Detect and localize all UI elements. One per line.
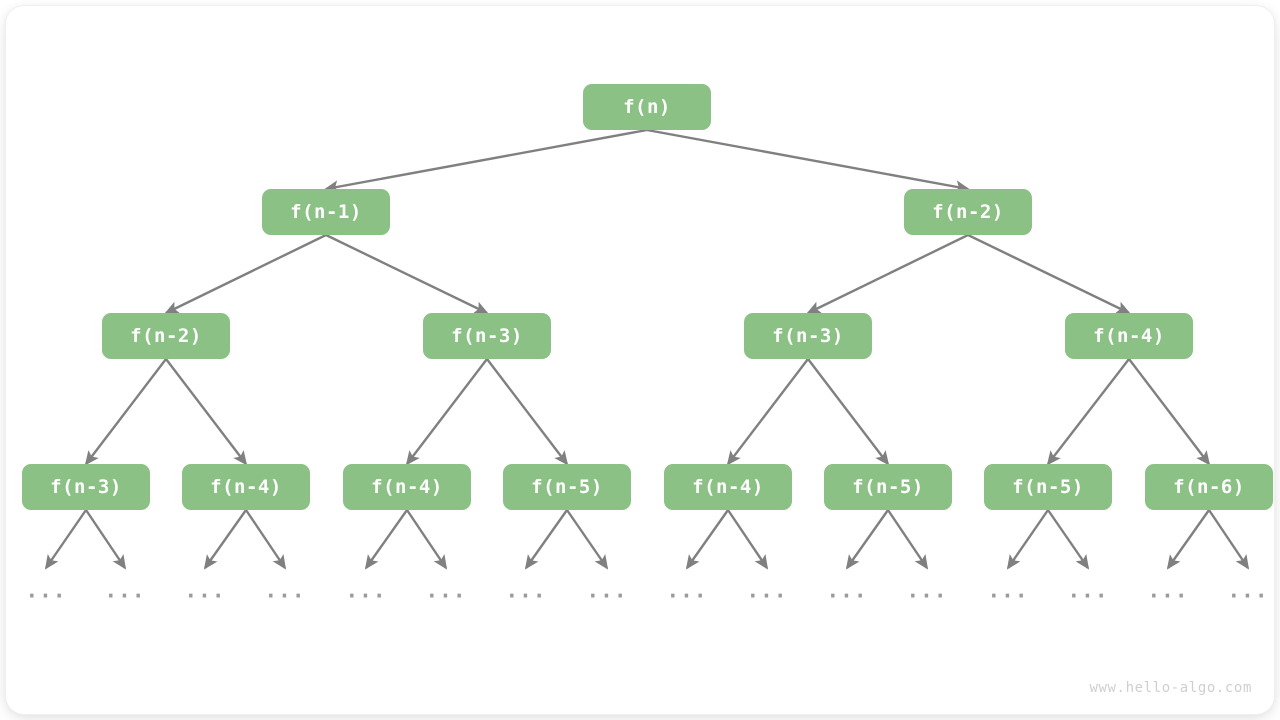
ellipsis-marker: ... (906, 578, 948, 603)
tree-node[interactable]: f(n-4) (664, 464, 792, 510)
tree-node-label: f(n-4) (371, 476, 443, 498)
tree-node[interactable]: f(n-3) (744, 313, 872, 359)
ellipsis-marker: ... (264, 578, 306, 603)
tree-edge (807, 358, 890, 466)
tree-edge (164, 233, 327, 315)
ellipsis-marker: ... (104, 578, 146, 603)
tree-node-label: f(n-2) (130, 325, 202, 347)
ellipsis-marker: ... (25, 578, 67, 603)
tree-node[interactable]: f(n-5) (984, 464, 1112, 510)
tree-edge (967, 233, 1131, 315)
ellipsis-marker: ... (1067, 578, 1109, 603)
ellipsis-marker: ... (666, 578, 708, 603)
leaf-edge (524, 509, 568, 570)
tree-edge (324, 128, 648, 194)
leaf-edge (1047, 509, 1090, 570)
tree-edge (646, 128, 970, 194)
tree-edge (806, 233, 969, 315)
tree-edge (726, 358, 809, 466)
tree-node[interactable]: f(n-1) (262, 189, 390, 235)
tree-edge (486, 358, 569, 466)
tree-node[interactable]: f(n-5) (503, 464, 631, 510)
tree-node-label: f(n-3) (50, 476, 122, 498)
ellipsis-marker: ... (505, 578, 547, 603)
tree-node-label: f(n-5) (852, 476, 924, 498)
ellipsis-marker: ... (826, 578, 868, 603)
tree-edge (325, 233, 489, 315)
tree-edges (84, 128, 1211, 466)
tree-edge (165, 358, 248, 466)
ellipsis-marker: ... (586, 578, 628, 603)
tree-node-label: f(n-6) (1173, 476, 1245, 498)
tree-node[interactable]: f(n-2) (102, 313, 230, 359)
ellipsis-marker: ... (345, 578, 387, 603)
tree-edge (1046, 358, 1130, 466)
tree-node-label: f(n-4) (692, 476, 764, 498)
leaf-edge (685, 509, 729, 570)
leaf-edge (1006, 509, 1049, 570)
tree-node[interactable]: f(n-5) (824, 464, 952, 510)
leaf-edge (566, 509, 609, 570)
ellipsis-marker: ... (746, 578, 788, 603)
leaf-edge (406, 509, 448, 570)
leaf-edge (203, 509, 247, 570)
tree-node[interactable]: f(n-4) (343, 464, 471, 510)
leaf-edge (85, 509, 127, 570)
tree-node-label: f(n-2) (932, 201, 1004, 223)
ellipsis-marker: ... (425, 578, 467, 603)
ellipsis-marker: ... (1147, 578, 1189, 603)
leaf-edges (44, 509, 1250, 570)
tree-edge (1128, 358, 1211, 466)
diagram-card: f(n) f(n-1) f(n-2) f(n-2) f(n-3) f(n-3) f(n-4)… (6, 6, 1274, 714)
leaf-edge (845, 509, 889, 570)
ellipsis-marker: ... (1227, 578, 1269, 603)
leaf-edge (364, 509, 408, 570)
tree-node[interactable]: f(n-2) (904, 189, 1032, 235)
tree-node-label: f(n-5) (531, 476, 603, 498)
tree-edge (405, 358, 488, 466)
tree-node[interactable]: f(n-4) (182, 464, 310, 510)
tree-node-label: f(n-1) (290, 201, 362, 223)
ellipsis-marker: ... (987, 578, 1029, 603)
tree-node[interactable]: f(n) (583, 84, 711, 130)
tree-node-label: f(n) (623, 96, 671, 118)
tree-node[interactable]: f(n-3) (423, 313, 551, 359)
tree-node[interactable]: f(n-6) (1145, 464, 1273, 510)
tree-node[interactable]: f(n-3) (22, 464, 150, 510)
tree-node-label: f(n-3) (772, 325, 844, 347)
tree-edge (84, 358, 167, 466)
tree-node-label: f(n-4) (1093, 325, 1165, 347)
tree-node-label: f(n-5) (1012, 476, 1084, 498)
tree-node[interactable]: f(n-4) (1065, 313, 1193, 359)
leaf-edge (245, 509, 287, 570)
ellipsis-marker: ... (184, 578, 226, 603)
leaf-edge (1166, 509, 1210, 570)
leaf-edge (1208, 509, 1250, 570)
leaf-edge (887, 509, 929, 570)
tree-node-label: f(n-3) (451, 325, 523, 347)
leaf-edge (727, 509, 769, 570)
leaf-edge (44, 509, 87, 570)
tree-node-label: f(n-4) (210, 476, 282, 498)
watermark: www.hello-algo.com (1089, 680, 1252, 696)
